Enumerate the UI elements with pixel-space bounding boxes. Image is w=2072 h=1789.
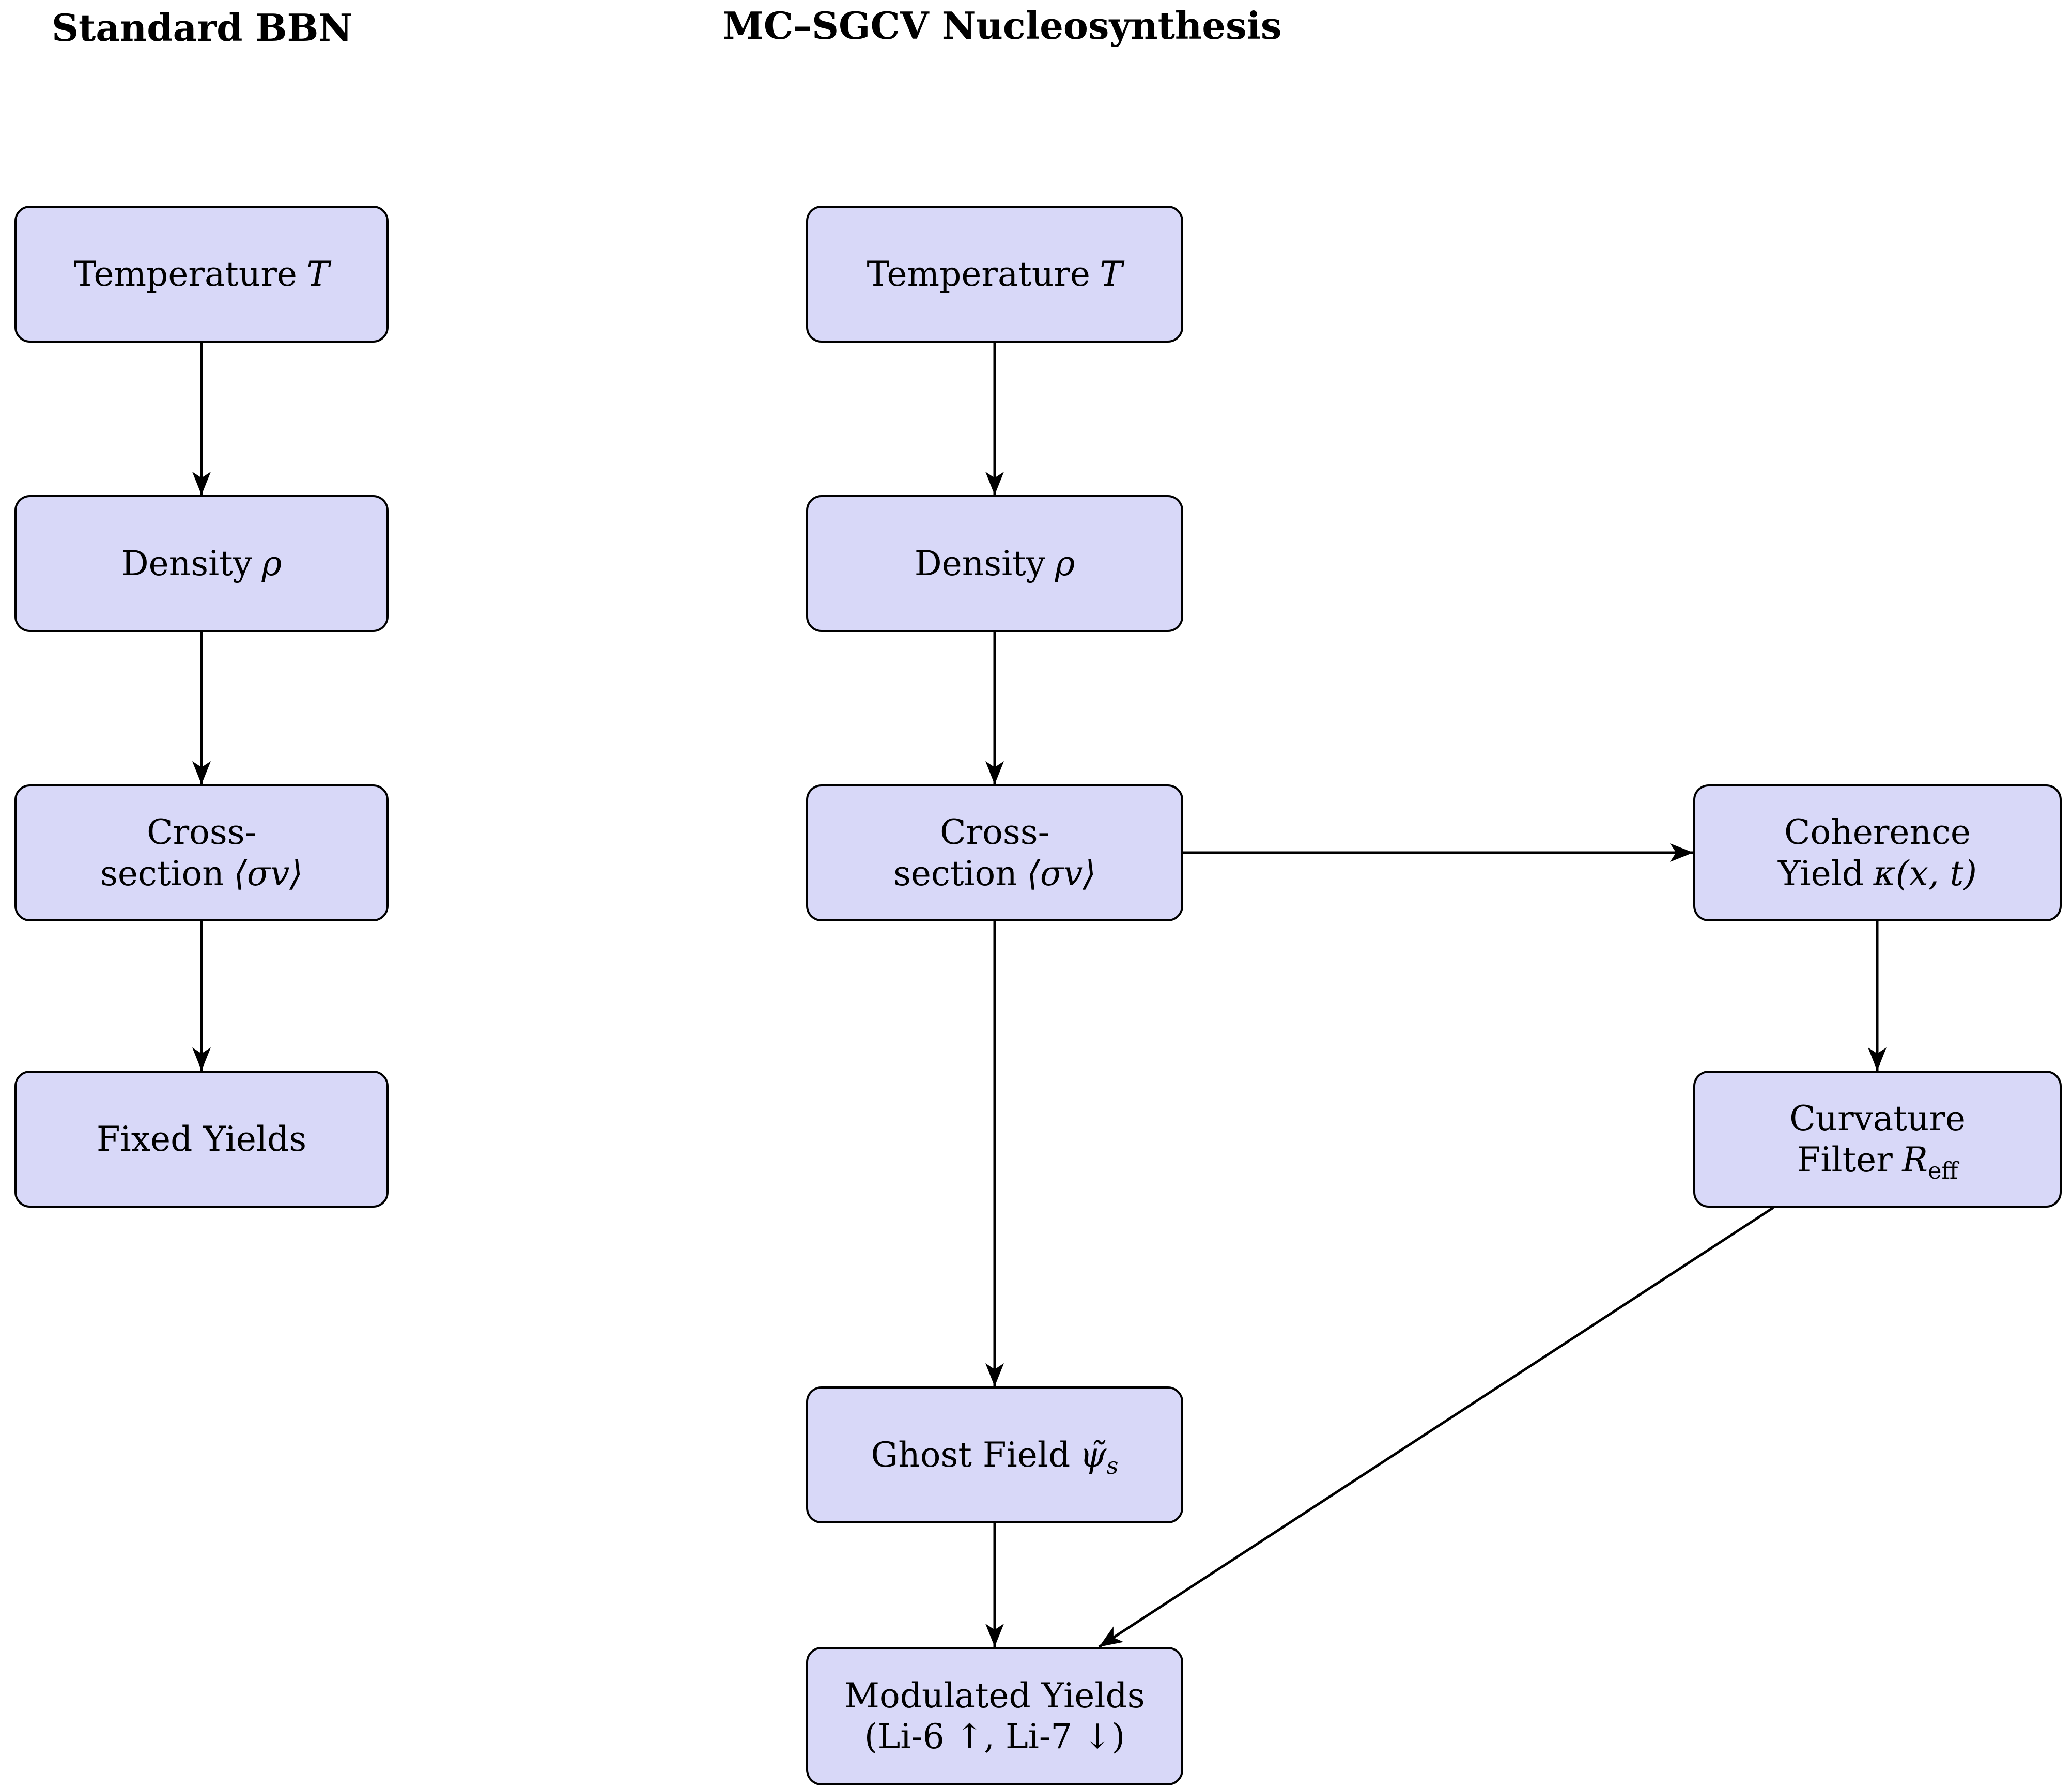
node-std-cross-section: Cross- section⟨σv⟩ bbox=[14, 784, 389, 921]
label-math: ⟨σv⟩ bbox=[1027, 853, 1096, 893]
label-text: Cross- bbox=[940, 812, 1049, 853]
label-math: ρ bbox=[1055, 543, 1075, 583]
label-text: Density bbox=[121, 543, 252, 583]
node-std-cross-section-line2: section⟨σv⟩ bbox=[100, 853, 303, 894]
label-math: κ(x, t) bbox=[1873, 853, 1977, 893]
arrow-mc-curvature-filter-to-modulated-yields bbox=[1098, 1206, 1774, 1648]
label-text: Fixed Yields bbox=[96, 1119, 307, 1159]
label-text: Density bbox=[914, 543, 1045, 583]
label-math: T bbox=[306, 254, 330, 294]
node-mc-coherence-yield-line1: Coherence bbox=[1784, 812, 1971, 853]
label-text: section bbox=[100, 853, 224, 893]
label-text: Temperature bbox=[867, 254, 1090, 294]
node-std-fixed-yields-label: Fixed Yields bbox=[97, 1119, 306, 1160]
label-text: Modulated Yields bbox=[844, 1675, 1145, 1716]
node-mc-modulated-yields-line2: (Li-6 ↑, Li-7 ↓) bbox=[864, 1716, 1125, 1757]
label-text: (Li-6 ↑, Li-7 ↓) bbox=[864, 1717, 1125, 1756]
label-text: Temperature bbox=[73, 254, 297, 294]
title-standard-bbn: Standard BBN bbox=[52, 6, 353, 50]
title-mc-sgcv-nucleosynthesis: MC–SGCV Nucleosynthesis bbox=[722, 4, 1282, 48]
subscript-s: s bbox=[1106, 1452, 1119, 1480]
node-mc-cross-section: Cross- section⟨σv⟩ bbox=[806, 784, 1183, 921]
node-mc-cross-section-line2: section⟨σv⟩ bbox=[893, 853, 1096, 894]
node-std-fixed-yields: Fixed Yields bbox=[14, 1071, 389, 1208]
label-math: ψ̃s bbox=[1079, 1435, 1119, 1477]
node-mc-curvature-filter-line1: Curvature bbox=[1789, 1098, 1966, 1139]
psi-tilde-symbol: ψ̃ bbox=[1079, 1435, 1107, 1475]
label-math: Reff bbox=[1902, 1139, 1958, 1182]
node-mc-cross-section-line1: Cross- bbox=[940, 812, 1049, 853]
script-r-symbol: R bbox=[1902, 1139, 1928, 1180]
node-mc-modulated-yields: Modulated Yields (Li-6 ↑, Li-7 ↓) bbox=[806, 1647, 1183, 1785]
node-std-cross-section-line1: Cross- bbox=[147, 812, 256, 853]
label-text: Ghost Field bbox=[871, 1435, 1071, 1475]
label-text: Cross- bbox=[147, 812, 256, 853]
subscript-eff: eff bbox=[1927, 1156, 1958, 1184]
label-math: ρ bbox=[261, 543, 282, 583]
label-text: Yield bbox=[1778, 853, 1864, 893]
label-math: ⟨σv⟩ bbox=[234, 853, 303, 893]
node-mc-modulated-yields-line1: Modulated Yields bbox=[844, 1675, 1145, 1716]
label-text: Curvature bbox=[1789, 1099, 1966, 1139]
label-text: Filter bbox=[1797, 1139, 1893, 1180]
label-math: T bbox=[1100, 254, 1123, 294]
label-text: Coherence bbox=[1784, 812, 1971, 853]
label-text: section bbox=[893, 853, 1017, 893]
